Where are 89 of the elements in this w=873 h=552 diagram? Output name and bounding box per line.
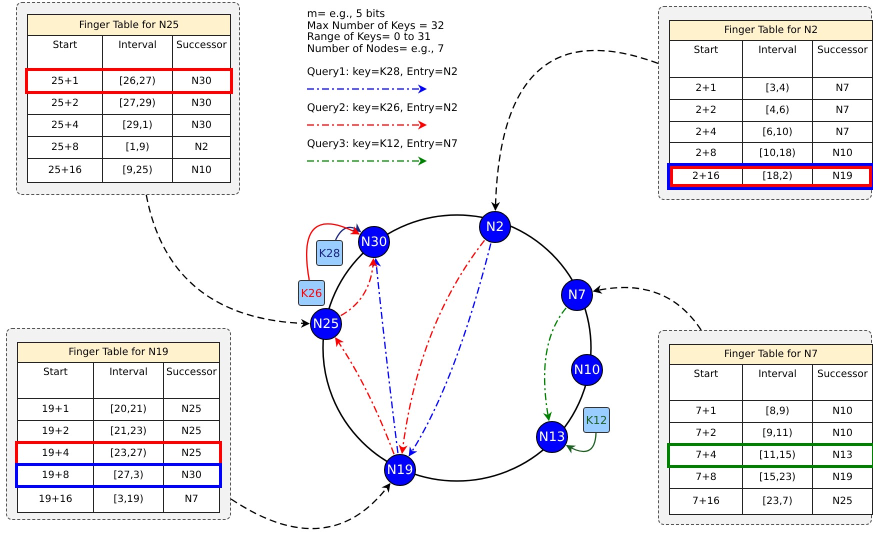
table-cell: N10 (812, 142, 873, 165)
legend-text: Query2: key=K26, Entry=N2 (307, 102, 458, 114)
arrow (372, 258, 399, 454)
table-title: Finger Table for N19 (17, 342, 220, 363)
finger-table-panel (658, 330, 872, 525)
column-header: Start (669, 40, 743, 78)
column-header: Successor (172, 35, 231, 70)
table-cell: [8,9) (742, 400, 813, 423)
key-box: K26 (298, 280, 325, 306)
table-cell: N25 (163, 420, 220, 443)
column-header: Interval (93, 362, 164, 399)
node-circle: N10 (571, 354, 603, 386)
column-header: Interval (742, 364, 813, 401)
arrow (566, 432, 597, 454)
column-header: Start (17, 362, 94, 399)
note-text: Number of Nodes= e.g., 7 (307, 43, 444, 56)
key-box: K28 (316, 240, 343, 266)
table-cell: 19+2 (17, 420, 94, 443)
arrow (398, 240, 486, 454)
node-circle: N13 (536, 421, 568, 453)
table-cell: [9,11) (742, 422, 813, 445)
column-header: Interval (102, 35, 173, 70)
column-header: Successor (812, 364, 873, 401)
column-header: Start (27, 35, 103, 70)
table-cell: 7+1 (669, 400, 743, 423)
table-cell: 2+1 (669, 77, 743, 100)
table-cell: 25+4 (27, 114, 103, 137)
table-cell: N30 (172, 114, 231, 137)
table-cell: N10 (812, 400, 873, 423)
table-cell: [10,18) (742, 142, 813, 165)
arrow (592, 285, 702, 330)
table-cell: N7 (812, 121, 873, 143)
node-circle: N7 (561, 279, 593, 311)
node-circle: N25 (310, 308, 342, 340)
arrow (340, 258, 378, 316)
finger-table-panel (6, 328, 231, 520)
table-cell: 2+8 (669, 142, 743, 165)
note-text: Max Number of Keys = 32 (307, 20, 444, 32)
finger-table-panel (16, 2, 240, 195)
table-cell: N2 (172, 136, 231, 159)
arrow (543, 308, 567, 422)
table-cell: [6,10) (742, 121, 813, 143)
table-cell: [1,9) (102, 136, 173, 159)
column-header: Interval (742, 40, 813, 78)
table-cell: N10 (172, 158, 231, 183)
table-cell: [3,4) (742, 77, 813, 100)
table-cell: 2+2 (669, 99, 743, 122)
table-cell: N25 (812, 488, 873, 515)
table-title: Finger Table for N2 (669, 20, 873, 41)
table-cell: [21,23) (93, 420, 164, 443)
column-header: Successor (812, 40, 873, 78)
table-cell: [4,6) (742, 99, 813, 122)
table-cell: [20,21) (93, 398, 164, 421)
table-cell: [23,7) (742, 488, 813, 515)
table-cell: N7 (163, 486, 220, 513)
key-box: K12 (583, 407, 610, 433)
legend-text: Query1: key=K28, Entry=N2 (307, 66, 458, 78)
arrow (335, 223, 362, 240)
table-cell: 25+8 (27, 136, 103, 159)
table-cell: 7+2 (669, 422, 743, 445)
table-cell: N7 (812, 99, 873, 122)
table-cell: 2+4 (669, 121, 743, 143)
table-cell: N25 (163, 398, 220, 421)
table-cell: N10 (812, 422, 873, 445)
table-cell: N7 (812, 77, 873, 100)
table-cell: [3,19) (93, 486, 164, 513)
column-header: Start (669, 364, 743, 401)
arrow (146, 194, 310, 328)
table-title: Finger Table for N7 (669, 344, 873, 365)
note-text: Range of Keys= 0 to 31 (307, 31, 431, 44)
table-cell: 7+16 (669, 488, 743, 515)
table-cell: 19+16 (17, 486, 94, 513)
node-circle: N2 (479, 211, 511, 243)
table-cell: [9,25) (102, 158, 173, 183)
table-title: Finger Table for N25 (27, 14, 231, 36)
table-cell: 25+16 (27, 158, 103, 183)
arrow (491, 50, 658, 211)
node-circle: N30 (358, 226, 390, 258)
legend-text: Query3: key=K12, Entry=N7 (307, 138, 458, 150)
column-header: Successor (163, 362, 220, 399)
arrow (408, 243, 492, 456)
finger-table-panel (658, 6, 872, 200)
arrow (230, 483, 390, 530)
arrow (335, 337, 395, 454)
table-cell: [29,1) (102, 114, 173, 137)
node-circle: N19 (384, 454, 416, 486)
note-text: m= e.g., 5 bits (307, 8, 386, 20)
arrow (306, 223, 360, 280)
table-cell: 19+1 (17, 398, 94, 421)
